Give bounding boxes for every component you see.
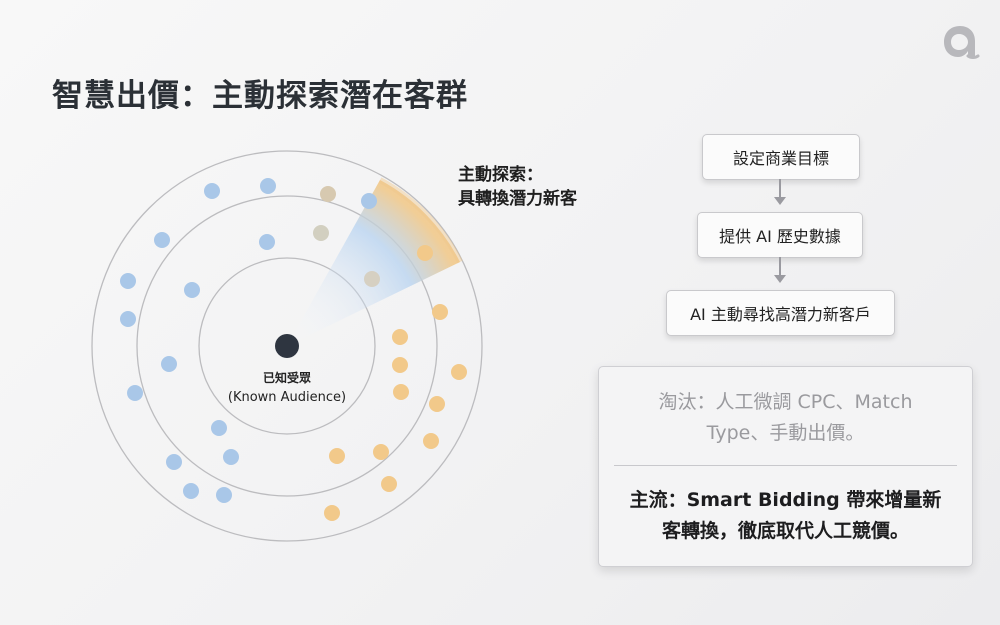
flow-arrow-down-icon	[774, 257, 786, 283]
audience-dot	[183, 483, 199, 499]
exploration-label-line2: 具轉換潛力新客	[458, 189, 577, 209]
audience-dot	[320, 186, 336, 202]
audience-dot	[204, 183, 220, 199]
sector-dots	[313, 186, 433, 287]
flow-step-ai-find-customers: AI 主動尋找高潛力新客戶	[666, 290, 895, 336]
known-audience-label-cn: 已知受眾	[262, 371, 311, 385]
comparison-card: 淘汰：人工微調 CPC、Match Type、手動出價。 主流：Smart Bi…	[598, 366, 973, 567]
exploration-label: 主動探索： 具轉換潛力新客	[458, 163, 577, 211]
audience-dot	[364, 271, 380, 287]
flow-step-set-goal: 設定商業目標	[702, 134, 860, 180]
middle-ring	[136, 195, 438, 497]
exploration-label-line1: 主動探索：	[458, 165, 543, 185]
audience-dot	[361, 193, 377, 209]
flow-arrow-down-icon	[774, 179, 786, 205]
mainstream-line-1: 主流：Smart Bidding 帶來增量新	[629, 489, 942, 511]
card-divider	[614, 465, 957, 466]
mainstream-practice-text: 主流：Smart Bidding 帶來增量新 客轉換，徹底取代人工競價。	[599, 485, 972, 547]
known-audience-center-dot	[275, 334, 299, 358]
audience-dot	[313, 225, 329, 241]
exploration-edge	[378, 177, 463, 264]
audience-dot	[423, 433, 439, 449]
audience-dot	[127, 385, 143, 401]
mainstream-line-2: 客轉換，徹底取代人工競價。	[661, 520, 909, 542]
audience-dot	[381, 476, 397, 492]
audience-dot	[184, 282, 200, 298]
obsolete-practices-text: 淘汰：人工微調 CPC、Match Type、手動出價。	[599, 387, 972, 449]
audience-dot	[324, 505, 340, 521]
potential-audience-dots-orange	[324, 304, 467, 521]
a-logo-icon	[944, 26, 980, 59]
known-audience-dots-blue	[120, 178, 276, 503]
audience-dot	[259, 234, 275, 250]
known-audience-label-en: (Known Audience)	[227, 390, 347, 405]
audience-dot	[429, 396, 445, 412]
audience-dot	[211, 420, 227, 436]
audience-diagram	[91, 150, 483, 542]
exploration-sector	[287, 180, 460, 346]
audience-dot	[417, 245, 433, 261]
audience-dot	[166, 454, 182, 470]
audience-dot	[161, 356, 177, 372]
known-audience-label: 已知受眾 (Known Audience)	[228, 368, 346, 408]
audience-dot	[154, 232, 170, 248]
outer-ring	[91, 150, 483, 542]
obsolete-line-1: 淘汰：人工微調 CPC、Match	[658, 391, 913, 413]
audience-dot	[329, 448, 345, 464]
audience-dot	[120, 273, 136, 289]
audience-dot	[260, 178, 276, 194]
page-title: 智慧出價：主動探索潛在客群	[52, 78, 468, 114]
audience-dot	[451, 364, 467, 380]
audience-dot	[393, 384, 409, 400]
audience-dot	[432, 304, 448, 320]
audience-dot	[392, 329, 408, 345]
concentric-rings	[91, 150, 483, 542]
inner-ring	[198, 257, 376, 435]
audience-dot	[223, 449, 239, 465]
audience-dot	[216, 487, 232, 503]
flow-step-provide-data: 提供 AI 歷史數據	[697, 212, 863, 258]
audience-dot	[120, 311, 136, 327]
audience-dot	[392, 357, 408, 373]
audience-dot	[373, 444, 389, 460]
obsolete-line-2: Type、手動出價。	[706, 422, 865, 444]
